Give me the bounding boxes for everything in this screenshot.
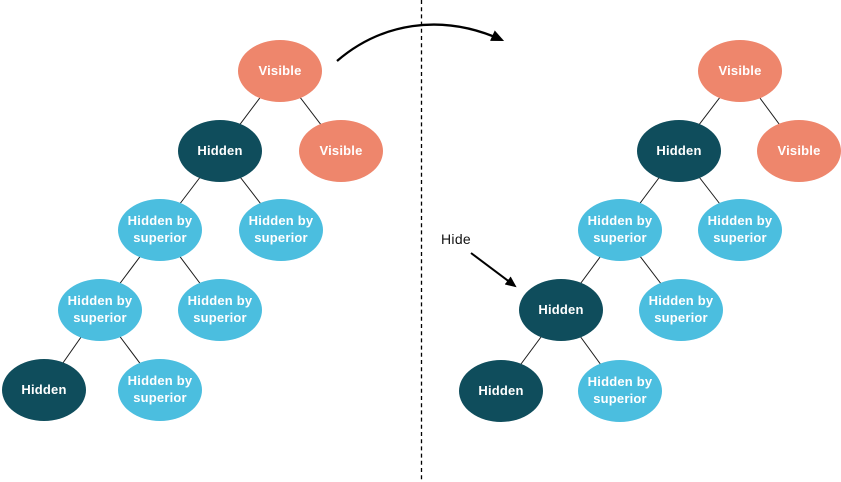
tree-node: Hidden by superior <box>639 279 723 341</box>
tree-node: Hidden <box>459 360 543 422</box>
tree-node: Hidden by superior <box>118 359 202 421</box>
tree-node: Hidden by superior <box>58 279 142 341</box>
tree-node: Visible <box>238 40 322 102</box>
tree-node: Hidden <box>2 359 86 421</box>
tree-node: Hidden by superior <box>698 199 782 261</box>
tree-node: Hidden by superior <box>118 199 202 261</box>
tree-node: Visible <box>698 40 782 102</box>
tree-node: Visible <box>757 120 841 182</box>
tree-node: Hidden <box>178 120 262 182</box>
tree-node: Visible <box>299 120 383 182</box>
hide-label: Hide <box>441 231 471 247</box>
hide-arrow-icon <box>470 252 517 288</box>
tree-node-hide-target: Hidden <box>519 279 603 341</box>
transition-arrow-icon <box>336 23 505 62</box>
tree-node: Hidden <box>637 120 721 182</box>
tree-node: Hidden by superior <box>578 199 662 261</box>
tree-node: Hidden by superior <box>178 279 262 341</box>
tree-node: Hidden by superior <box>578 360 662 422</box>
tree-node: Hidden by superior <box>239 199 323 261</box>
